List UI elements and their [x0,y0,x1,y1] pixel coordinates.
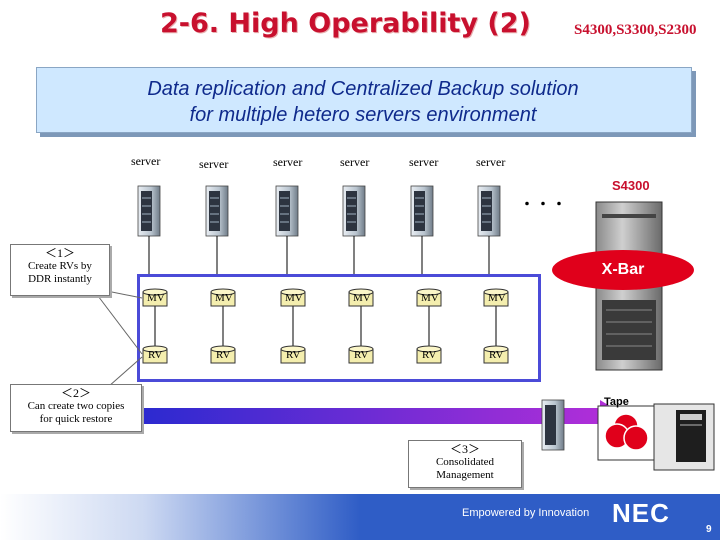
server-tower [137,185,161,237]
rv-volume [416,345,442,364]
mv-rv-links [154,306,497,347]
banner-line-2: for multiple hetero servers environment [189,104,537,126]
callout-1: ＜1＞ Create RVs by DDR instantly [10,244,110,296]
mv-volume [280,288,306,307]
callout-1-number: ＜1＞ [44,246,75,260]
rv-label: RV [422,349,437,361]
footer-tagline: Empowered by Innovation [462,507,590,519]
mv-volume [348,288,374,307]
banner-line-1: Data replication and Centralized Backup … [147,78,579,100]
rv-label: RV [216,349,231,361]
server-label: server [273,155,303,169]
mv-label: MV [215,292,233,304]
callout-3-number: ＜3＞ [449,442,480,456]
more-servers-ellipsis: ・・・ [520,196,568,212]
s4300-label: S4300 [612,178,650,193]
rv-label: RV [286,349,301,361]
server-label: server [409,155,439,169]
server-label: server [131,154,161,168]
rv-label: RV [354,349,369,361]
callout-1-line-1: Create RVs by [28,260,92,272]
rv-volume [348,345,374,364]
rv-volume [210,345,236,364]
mv-label: MV [353,292,371,304]
rv-volume [483,345,509,364]
server-label: server [476,155,506,169]
mv-volume [416,288,442,307]
tape-drive-unit [653,403,715,471]
server-tower [342,185,366,237]
server-tower [410,185,434,237]
rv-volume [280,345,306,364]
mv-label: MV [488,292,506,304]
tape-cartridge-icon [604,413,649,451]
server-tower [275,185,299,237]
storage-array-box [137,274,541,382]
rv-label: RV [148,349,163,361]
rv-volume [142,345,168,364]
mv-volume [142,288,168,307]
mv-volume [483,288,509,307]
callout-3-line-2: Management [436,469,494,481]
tape-label: Tape [604,396,629,408]
callout-2-line-1: Can create two copies [27,400,125,412]
callout-1-line-2: DDR instantly [28,273,92,285]
mv-label: MV [147,292,165,304]
server-label: server [199,157,229,171]
banner-box [36,67,692,133]
callout-2-line-2: for quick restore [39,413,113,425]
mv-label: MV [421,292,439,304]
callout-3: ＜3＞ Consolidated Management [408,440,522,488]
callout-2: ＜2＞ Can create two copies for quick rest… [10,384,142,432]
model-list: S4300,S3300,S2300 [574,22,697,38]
page-title: 2-6. High Operability (2) [160,8,531,39]
tape-server [541,399,565,451]
xbar-label: X-Bar [552,250,694,290]
banner-text: Data replication and Centralized Backup … [36,76,690,128]
page-number: 9 [706,524,712,535]
mv-volume [210,288,236,307]
rv-label: RV [489,349,504,361]
server-label: server [340,155,370,169]
callout-2-number: ＜2＞ [60,386,91,400]
callout-3-line-1: Consolidated [435,456,495,468]
nec-logo: NEC [612,498,670,528]
mv-label: MV [285,292,303,304]
footer-gradient [0,494,360,540]
